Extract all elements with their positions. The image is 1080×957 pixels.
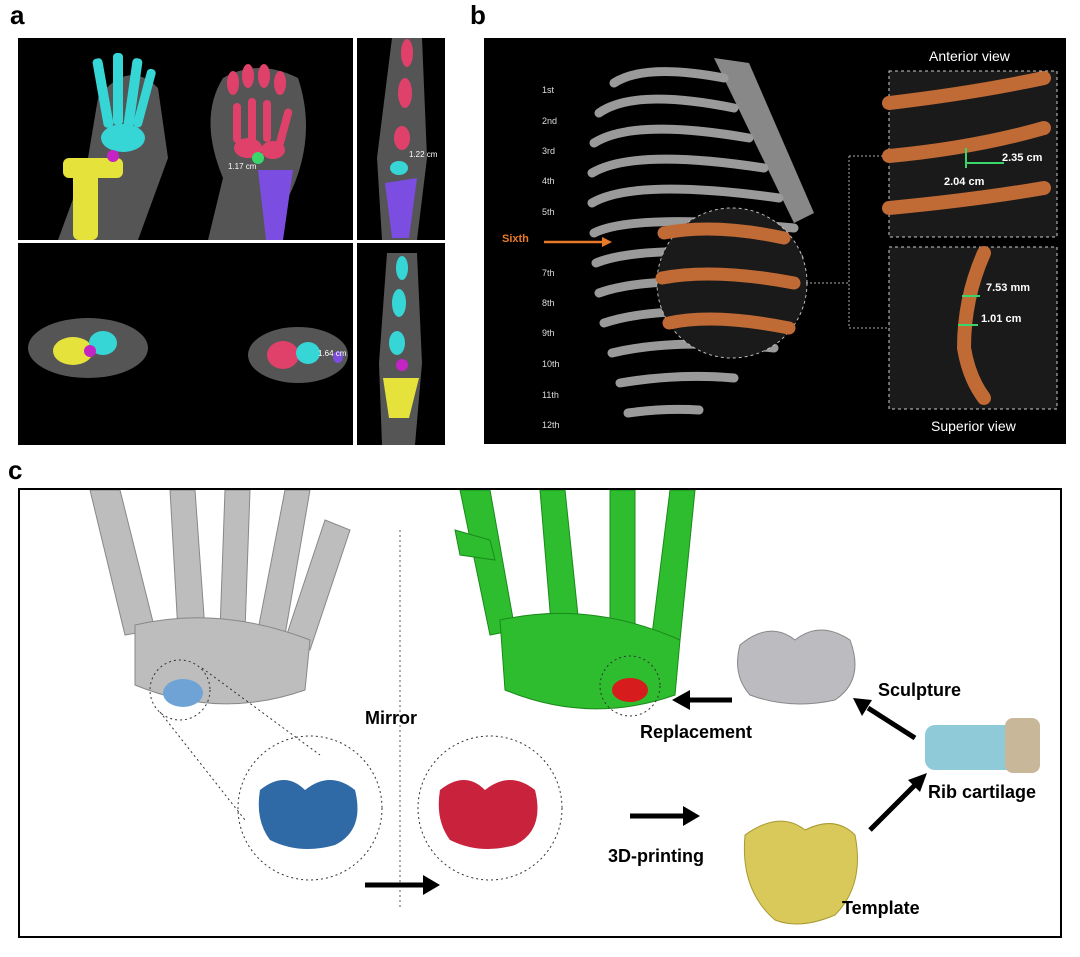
rib-cartilage-label: Rib cartilage bbox=[928, 782, 1037, 802]
measure-superior-2: 1.01 cm bbox=[981, 313, 1022, 325]
rib-label-9: 9th bbox=[542, 328, 555, 338]
sculpture-label: Sculpture bbox=[878, 680, 962, 700]
measure-a3: 1.64 cm bbox=[318, 349, 347, 358]
template-label: Template bbox=[842, 898, 920, 918]
ct-coronal-view: 1.17 cm bbox=[18, 38, 353, 240]
rib-label-sixth: Sixth bbox=[502, 233, 529, 245]
rib-label-8: 8th bbox=[542, 298, 555, 308]
rib-label-10: 10th bbox=[542, 359, 560, 369]
rib-label-12: 12th bbox=[542, 420, 560, 430]
measure-anterior-1: 2.35 cm bbox=[1002, 152, 1043, 164]
panel-label-b: b bbox=[470, 0, 486, 30]
measure-superior-1: 7.53 mm bbox=[986, 282, 1031, 294]
measure-a1: 1.17 cm bbox=[228, 162, 257, 171]
rib-label-2: 2nd bbox=[542, 116, 558, 126]
ct-sagittal-view-top: 1.22 cm bbox=[357, 38, 445, 240]
rib-label-11: 11th bbox=[542, 390, 559, 400]
rib-label-1: 1st bbox=[542, 85, 555, 95]
rib-label-7: 7th bbox=[542, 268, 555, 278]
procedure-illustration bbox=[89, 489, 1040, 925]
ct-axial-view: 1.64 cm bbox=[18, 243, 353, 445]
measure-a2: 1.22 cm bbox=[409, 150, 438, 159]
ct-coronal-image bbox=[58, 53, 306, 240]
mirror-label: Mirror bbox=[365, 708, 418, 728]
procedure-diagram: Mirror Replacement Sculpture Rib cartila… bbox=[18, 488, 1062, 938]
rib-label-4: 4th bbox=[542, 176, 555, 186]
printing-label: 3D-printing bbox=[608, 846, 704, 866]
replacement-label: Replacement bbox=[640, 722, 753, 742]
panel-label-c: c bbox=[8, 455, 23, 485]
rib-ct-3d-view: 1st 2nd 3rd 4th 5th Sixth 7th 8th 9th 10… bbox=[484, 38, 1066, 444]
superior-view-title: Superior view bbox=[931, 418, 1016, 434]
rib-label-3: 3rd bbox=[542, 146, 556, 156]
ct-sagittal-view-bottom bbox=[357, 243, 445, 445]
measure-anterior-2: 2.04 cm bbox=[944, 176, 985, 188]
rib-cage-render bbox=[544, 58, 1058, 418]
panel-label-a: a bbox=[10, 0, 25, 30]
anterior-view-title: Anterior view bbox=[929, 48, 1010, 64]
rib-label-5: 5th bbox=[542, 207, 555, 217]
